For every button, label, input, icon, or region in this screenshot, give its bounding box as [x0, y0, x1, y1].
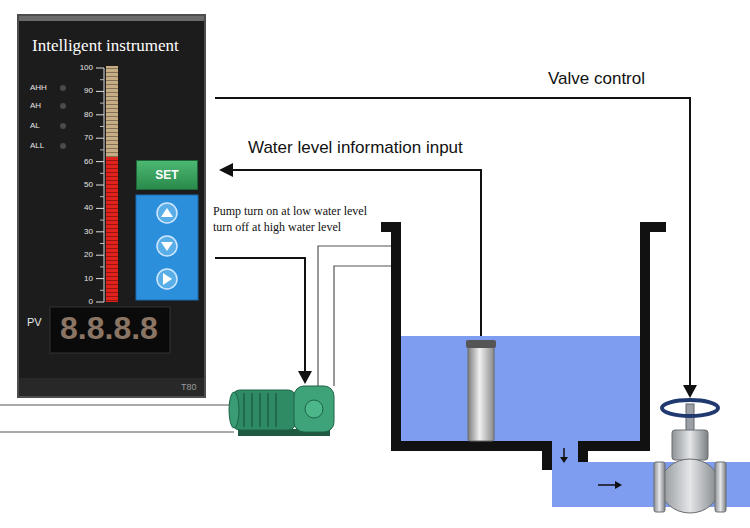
bar-graph-track — [106, 66, 118, 302]
scale-number: 90 — [68, 86, 93, 95]
alarm-tag: AHH — [30, 83, 47, 92]
valve-flange — [654, 462, 665, 512]
scale-number: 30 — [68, 227, 93, 236]
signal-line — [232, 170, 481, 343]
scale-number: 50 — [68, 180, 93, 189]
control-line — [215, 258, 305, 372]
signal-name: Water level information input — [248, 138, 463, 158]
alarm-led — [60, 123, 66, 129]
housing-base — [19, 378, 204, 396]
button-label: SET — [155, 168, 178, 182]
alarm-tag: ALL — [30, 141, 44, 150]
scale-minor-ticks — [100, 80, 104, 291]
inlet-pipe — [0, 431, 234, 432]
valve-bonnet — [672, 430, 708, 460]
valve-handwheel — [662, 400, 718, 416]
signal-name: Valve control — [548, 69, 645, 89]
flow-arrow — [563, 448, 565, 458]
motor-end-cap — [229, 392, 239, 428]
shift-key-icon — [163, 273, 172, 285]
sensor-cap — [466, 340, 496, 348]
scale-major-ticks — [96, 68, 104, 302]
valve-flange — [715, 462, 726, 512]
set-button: SET — [136, 160, 198, 190]
arrowhead — [683, 385, 697, 398]
up-key — [157, 203, 177, 223]
down-key-icon — [161, 242, 173, 251]
digit-readout: 8.8.8.8 — [60, 310, 158, 347]
shift-key — [157, 269, 177, 289]
display-tag: PV — [27, 316, 42, 329]
outlet-pipe — [318, 246, 391, 386]
scale-number: 100 — [68, 63, 93, 72]
flow-arrowhead — [560, 457, 568, 463]
tank-wall — [583, 227, 666, 462]
housing-bezel — [19, 16, 204, 21]
digit-display — [50, 307, 170, 353]
scale-number: 20 — [68, 250, 93, 259]
scale-number: 40 — [68, 203, 93, 212]
flow-arrow — [598, 484, 616, 486]
bar-graph-segments — [106, 66, 118, 302]
key-panel — [136, 195, 198, 300]
scale-number: 70 — [68, 133, 93, 142]
outlet-pipe — [334, 266, 391, 386]
up-key-icon — [161, 208, 173, 217]
model-number: T80 — [181, 382, 197, 392]
pump-head — [294, 386, 334, 432]
inlet-pipe — [0, 404, 234, 405]
instrument-housing — [18, 15, 205, 397]
water — [401, 336, 640, 441]
arrowhead — [219, 163, 233, 177]
alarm-led — [60, 103, 66, 109]
flow-arrowhead — [615, 481, 622, 489]
arrowhead — [298, 371, 312, 384]
instrument-title: Intelligent instrument — [32, 36, 179, 56]
motor-fins — [244, 393, 276, 427]
scale-number: 80 — [68, 110, 93, 119]
scale-number: 60 — [68, 157, 93, 166]
down-key — [157, 236, 177, 256]
alarm-led — [60, 85, 66, 91]
alarm-tag: AL — [30, 121, 40, 130]
valve-body — [660, 459, 720, 513]
tank-wall — [381, 227, 547, 470]
pump-volute — [305, 400, 323, 418]
level-sensor — [468, 346, 494, 441]
scale-number: 0 — [68, 297, 93, 306]
scale-number: 10 — [68, 274, 93, 283]
alarm-tag: AH — [30, 101, 41, 110]
alarm-led — [60, 143, 66, 149]
control-note: Pump turn on at low water level turn off… — [213, 203, 385, 235]
pump-motor — [232, 390, 296, 430]
